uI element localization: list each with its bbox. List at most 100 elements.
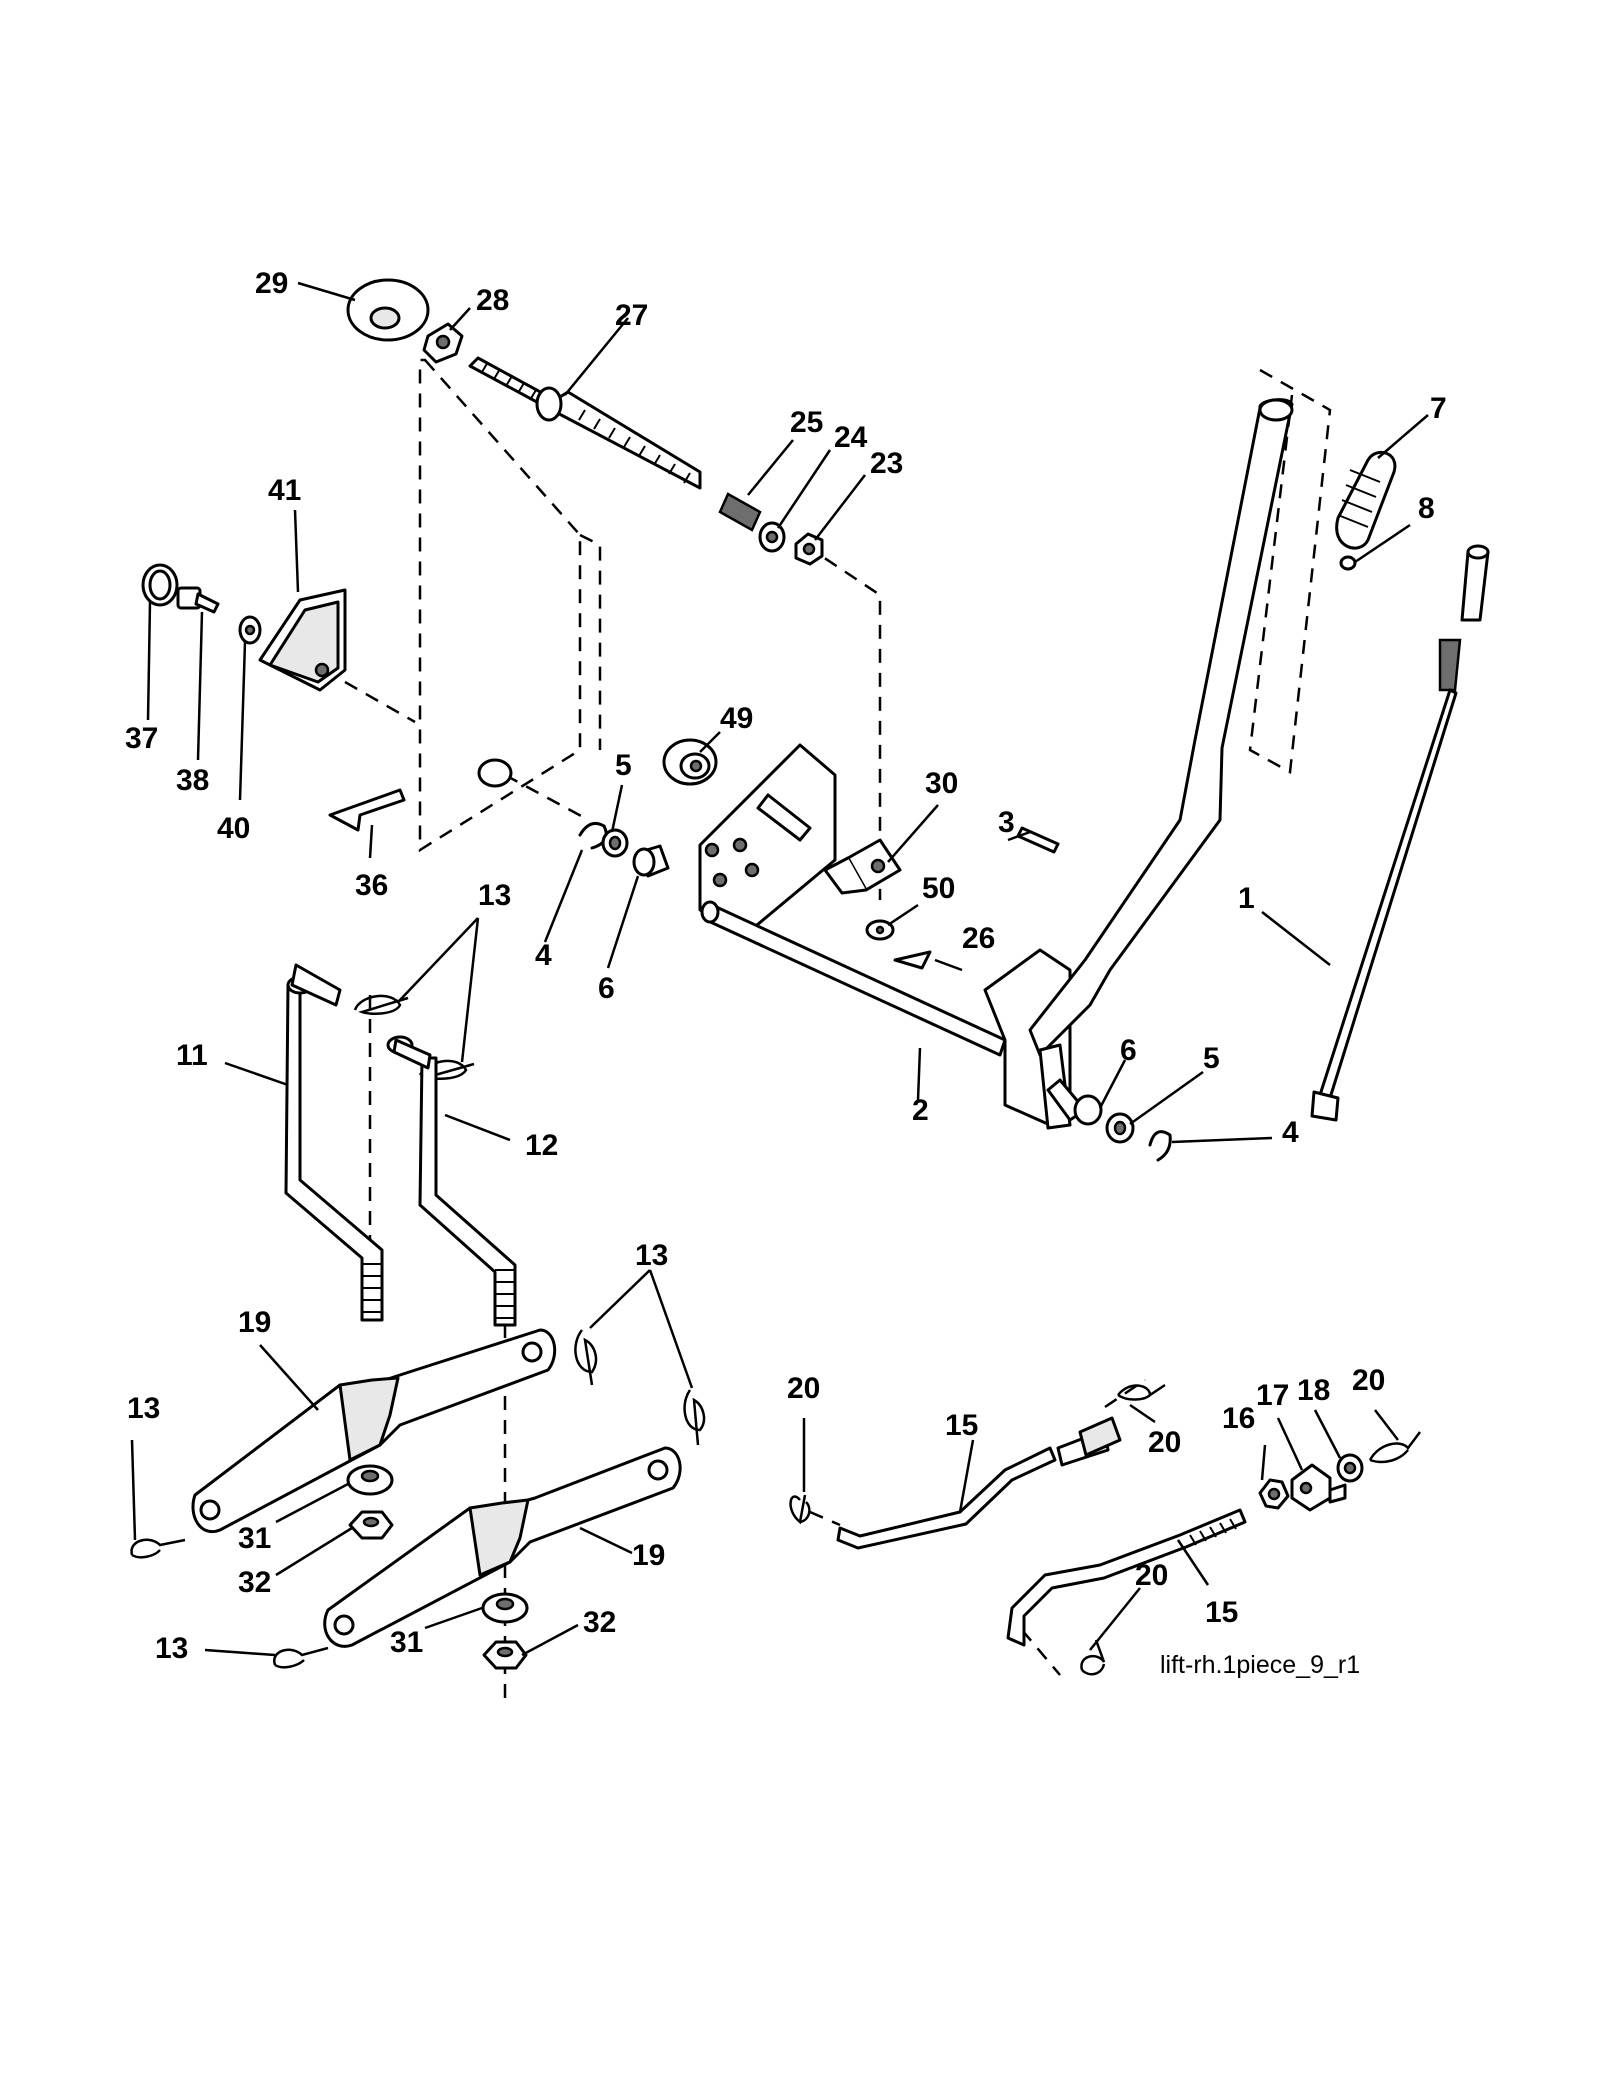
- callout-19-upper: 19: [238, 1306, 271, 1339]
- callout-30: 30: [925, 767, 958, 800]
- part-20-pin-right: [1368, 1431, 1421, 1464]
- part-31-spacer-upper: [346, 1464, 394, 1496]
- callout-40: 40: [217, 812, 250, 845]
- lift-pivot-plate: [698, 743, 837, 937]
- callout-4-left: 4: [535, 939, 552, 972]
- frame-plate-outline: [418, 358, 602, 853]
- callout-49: 49: [720, 702, 753, 735]
- callout-11: 11: [176, 1039, 208, 1072]
- callout-4-right: 4: [1282, 1116, 1299, 1149]
- callout-12: 12: [525, 1129, 558, 1162]
- callout-numbers: 29 28 27 25 24 23 41 37 38 40 49 5 30 3 …: [125, 267, 1447, 1665]
- callout-2: 2: [912, 1094, 929, 1127]
- part-32-nut-lower: [482, 1640, 528, 1670]
- part-37-ring: [141, 563, 179, 607]
- callout-17: 17: [1256, 1379, 1289, 1412]
- callout-24: 24: [834, 421, 868, 454]
- plate-pivot-boss: [477, 758, 513, 788]
- callout-7: 7: [1430, 392, 1447, 425]
- callout-50: 50: [922, 872, 955, 905]
- part-15-adjuster-rod-lower: [1006, 1508, 1247, 1647]
- part-27-threaded-rod: [468, 356, 702, 490]
- callout-19-lower: 19: [632, 1539, 665, 1572]
- part-23-nut: [794, 532, 824, 566]
- part-30-ferrule: [823, 838, 902, 895]
- part-8-plug: [1339, 555, 1357, 571]
- lift-lever: [1028, 398, 1294, 1130]
- callout-15-lower: 15: [1205, 1596, 1238, 1629]
- part-12-lift-link: [386, 1035, 517, 1327]
- callout-20-upper: 20: [1148, 1426, 1181, 1459]
- drawing-reference-id: lift-rh.1piece_9_r1: [1160, 1651, 1360, 1679]
- callout-16: 16: [1222, 1402, 1255, 1435]
- part-6-bushing-right: [1046, 1078, 1103, 1126]
- callout-26: 26: [962, 922, 995, 955]
- callout-18: 18: [1297, 1374, 1330, 1407]
- callout-28: 28: [476, 284, 509, 317]
- part-3-roll-pin: [1016, 826, 1060, 854]
- callout-5-right: 5: [1203, 1042, 1220, 1075]
- part-38-bolt: [176, 586, 220, 614]
- part-20-pin-left: [789, 1494, 811, 1525]
- callout-13-lower-bottom: 13: [155, 1632, 188, 1665]
- callout-36: 36: [355, 869, 388, 902]
- callout-25: 25: [790, 406, 823, 439]
- part-40-washer: [238, 615, 262, 645]
- part-15-adjuster-rod-upper: [836, 1416, 1122, 1550]
- callout-32-lower: 32: [583, 1606, 616, 1639]
- part-24-washer: [758, 521, 786, 553]
- callout-13-lower-left: 13: [127, 1392, 160, 1425]
- part-19-lift-arm-lower: [323, 1446, 682, 1648]
- callout-20-left: 20: [787, 1372, 820, 1405]
- callout-15-upper: 15: [945, 1409, 978, 1442]
- part-5-washer-right: [1105, 1112, 1135, 1144]
- callout-29: 29: [255, 267, 288, 300]
- callout-13-mid: 13: [635, 1239, 668, 1272]
- callout-leader-lines: [130, 281, 1429, 1657]
- part-25-spring: [718, 492, 762, 532]
- part-26-cotter: [893, 950, 932, 970]
- part-4-clip-right: [1148, 1130, 1172, 1162]
- part-20-pin-lower: [1080, 1639, 1106, 1676]
- part-49-bearing: [662, 738, 718, 786]
- part-32-nut-upper: [348, 1510, 394, 1540]
- callout-6-right: 6: [1120, 1034, 1137, 1067]
- callout-31-lower: 31: [390, 1626, 423, 1659]
- part-36-spring-clip: [328, 788, 406, 832]
- part-41-height-bracket: [258, 588, 347, 692]
- part-13-hairpin-lower-b: [273, 1646, 329, 1669]
- callout-41: 41: [268, 474, 301, 507]
- callout-23: 23: [870, 447, 903, 480]
- callout-8: 8: [1418, 492, 1435, 525]
- part-6-bushing-left: [632, 844, 670, 878]
- part-19-lift-arm-upper: [191, 1328, 557, 1534]
- callout-20-lower: 20: [1135, 1559, 1168, 1592]
- part-5-washer-left: [601, 828, 629, 858]
- part-31-spacer-lower: [481, 1592, 529, 1624]
- part-17-trunnion: [1290, 1463, 1347, 1512]
- callout-32-upper: 32: [238, 1566, 271, 1599]
- part-13-hairpin-lower-a: [130, 1538, 186, 1559]
- callout-6-left: 6: [598, 972, 615, 1005]
- callout-37: 37: [125, 722, 158, 755]
- part-13-hairpin-mid-a: [574, 1329, 598, 1386]
- callout-27: 27: [615, 299, 648, 332]
- callout-3: 3: [998, 806, 1015, 839]
- part-18-nut: [1336, 1453, 1364, 1483]
- callout-5-left: 5: [615, 749, 632, 782]
- assembly-dashed-lines: [344, 368, 1332, 1700]
- part-11-lift-link: [284, 963, 384, 1322]
- callout-13-top: 13: [478, 879, 511, 912]
- part-50-lockwasher: [865, 919, 895, 941]
- part-7-grip: [1335, 450, 1397, 550]
- part-13-hairpin-upper-a: [353, 994, 409, 1015]
- callout-1: 1: [1238, 882, 1255, 915]
- part-28-nut: [422, 322, 464, 364]
- part-1-cable: [1310, 544, 1490, 1122]
- part-13-hairpin-mid-b: [683, 1389, 706, 1446]
- callout-31-upper: 31: [238, 1522, 271, 1555]
- callout-38: 38: [176, 764, 209, 797]
- callout-20-right: 20: [1352, 1364, 1385, 1397]
- part-4-clip-left: [578, 822, 608, 850]
